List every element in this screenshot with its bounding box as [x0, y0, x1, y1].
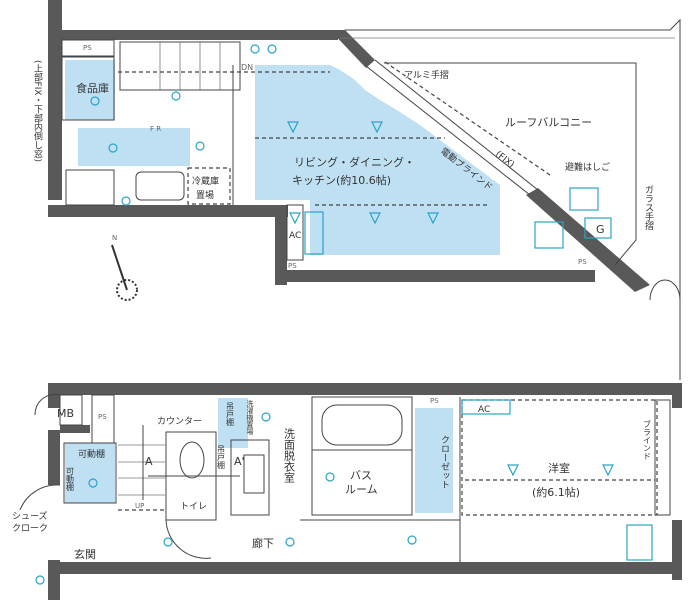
- pantry-label: 食品庫: [76, 81, 109, 95]
- cabinet-label: 吊戸棚: [226, 402, 235, 427]
- wall: [275, 270, 595, 282]
- ac-label: AC: [289, 231, 301, 241]
- shelf-label: 可動棚: [78, 448, 105, 460]
- counter-label: カウンター: [157, 416, 202, 427]
- ps-label-3: PS: [578, 258, 587, 266]
- hallway-label: 廊下: [252, 536, 274, 550]
- toilet-icon: [179, 441, 205, 479]
- panel-icon: [304, 211, 324, 255]
- bathroom-label: バス: [350, 469, 372, 482]
- section-a-label: A: [145, 455, 153, 468]
- bathtub-icon: [321, 404, 403, 446]
- shelf-vertical-label: 可動棚: [66, 467, 75, 492]
- entrance-label: 玄関: [74, 547, 96, 561]
- ps-label-2: PS: [430, 397, 439, 405]
- shoe-cloak-label: シューズ: [12, 510, 48, 522]
- wall: [48, 562, 682, 574]
- compass-icon: N: [111, 234, 138, 301]
- door-swing: [649, 279, 681, 315]
- sink-icon: [135, 171, 185, 201]
- closet-label: クローゼット: [439, 435, 450, 489]
- aircon-icon: [461, 399, 511, 415]
- closet-area: [415, 408, 453, 513]
- ladder-label: 避難はしご: [565, 161, 610, 173]
- meter-icon: [534, 221, 564, 249]
- glass-rail-label: ガラス手摺: [643, 185, 654, 231]
- wall: [48, 0, 62, 200]
- wall: [275, 205, 287, 285]
- wall: [48, 383, 682, 395]
- ldk-size-label: キッチン(約10.6帖): [292, 173, 391, 187]
- stove-icon: [65, 169, 115, 206]
- water-heater-icon: [584, 217, 612, 239]
- compass-north: N: [112, 234, 117, 242]
- western-room-size: (約6.1帖): [532, 485, 580, 499]
- fr-label: F R: [150, 125, 161, 133]
- laundry-label: 洗濯機置場: [246, 399, 254, 436]
- window: [654, 399, 671, 516]
- cabinet-label-2: 吊戸棚: [217, 445, 226, 470]
- wall: [330, 30, 375, 68]
- up-label: UP: [135, 502, 144, 510]
- lower-floor: MB PS カウンター 可動棚 可動棚 シューズ クローク 玄関 UP トイレ …: [12, 383, 682, 600]
- downlight-icon: [287, 121, 439, 225]
- ac-label: AC: [478, 405, 490, 415]
- fridge-label-2: 置場: [196, 189, 214, 201]
- wall: [48, 205, 288, 217]
- bathroom-label-2: ルーム: [345, 483, 378, 496]
- mb-label: MB: [57, 407, 74, 420]
- roof-balcony-label: ルーフバルコニー: [505, 116, 592, 129]
- alu-rail-label: アルミ手摺: [404, 69, 449, 81]
- wall: [48, 30, 338, 40]
- ldk-label: リビング・ダイニング・: [294, 155, 415, 169]
- fix-label: (FIX): [493, 149, 516, 170]
- section-a-prime-label: A': [234, 455, 245, 468]
- downlight-icon: [507, 464, 614, 477]
- toilet-label: トイレ: [180, 502, 207, 512]
- fridge-label: 冷蔵庫: [192, 175, 219, 187]
- shoe-closet-area: [65, 443, 115, 503]
- g-label: G: [596, 223, 605, 236]
- blind-label: ブラインド: [643, 419, 652, 460]
- ps-label: PS: [83, 44, 92, 52]
- upper-floor: N PS 食品庫 冷蔵庫 置場 F R リビング・ダイニング・ キッチン(約10…: [32, 0, 681, 380]
- washroom-label: 洗面脱衣室: [283, 428, 296, 483]
- dn-label: DN: [241, 63, 253, 72]
- pantry-area: [65, 60, 115, 120]
- wall: [526, 188, 650, 292]
- door-swing: [19, 393, 212, 559]
- aircon-outdoor-icon: [569, 187, 599, 211]
- western-room-label: 洋室: [548, 461, 570, 475]
- outlet-panel-icon: [626, 524, 653, 561]
- ldk-area: [255, 65, 500, 255]
- kitchen-area: [78, 128, 190, 166]
- ps-label: PS: [98, 413, 107, 421]
- shoe-cloak-label-2: クローク: [12, 523, 48, 534]
- washbasin-icon: [243, 454, 265, 494]
- window-note-label: (上部FIX・下部内倒し窓): [32, 60, 43, 162]
- ps-label-2: PS: [288, 262, 297, 270]
